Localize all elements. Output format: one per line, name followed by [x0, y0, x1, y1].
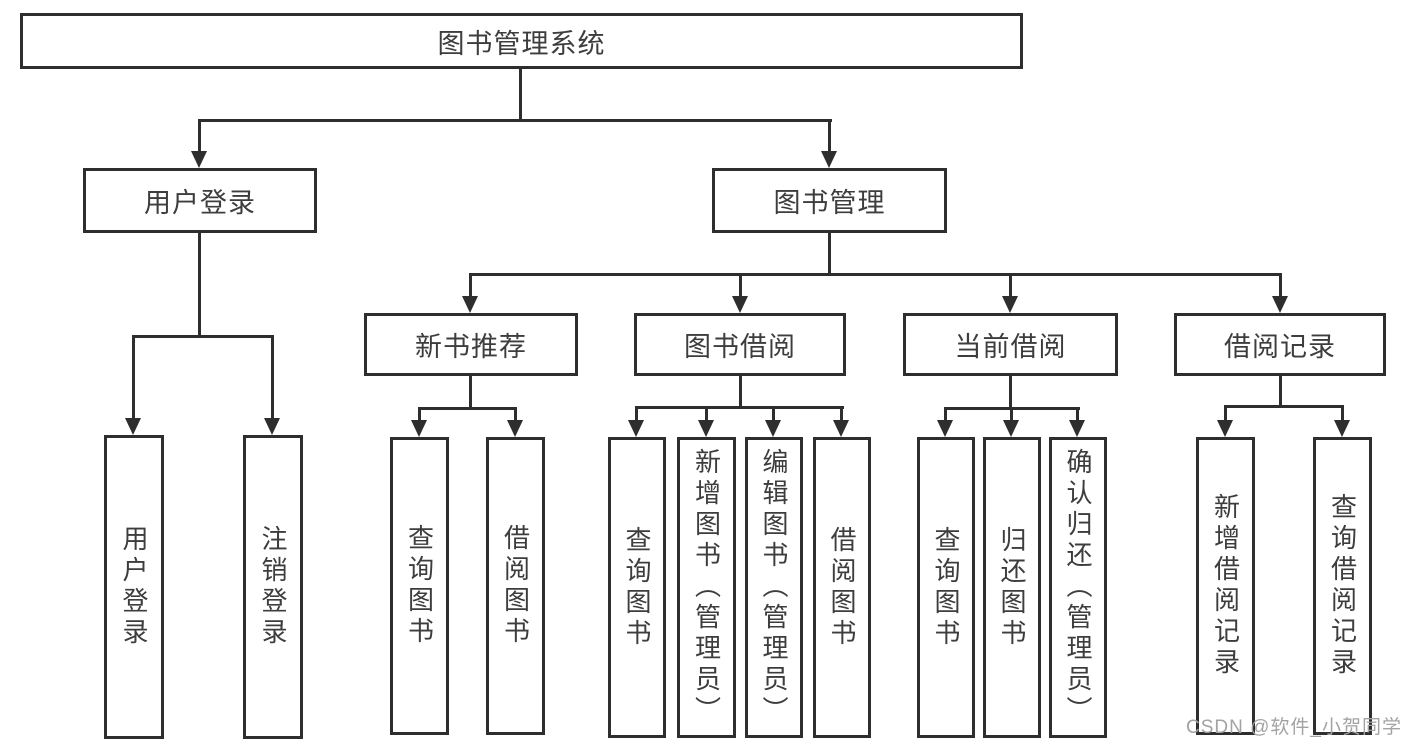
node-user-login: 用户登录	[83, 168, 317, 233]
leaf-query-books: 查询图书	[608, 437, 666, 738]
edge-user-login-trunk	[198, 233, 201, 335]
leaf-confirm-return-admin: 确认归还（管理员）	[1049, 437, 1107, 738]
edge-drop-user-login	[198, 119, 201, 151]
edge-drop-login-leaf	[132, 335, 135, 419]
csdn-watermark: CSDN @软件_小贺同学	[1186, 717, 1402, 738]
edge-book-management-trunk	[828, 233, 831, 273]
leaf-add-books-admin: 新增图书（管理员）	[677, 437, 736, 738]
edge-drop-leaf	[1224, 405, 1227, 420]
edge-drop-leaf	[514, 407, 517, 420]
arrowhead-leaf	[1217, 420, 1233, 437]
node-new-book-recommend: 新书推荐	[364, 313, 578, 376]
edge-book-borrowing-leafbranch	[635, 406, 844, 409]
arrowhead-leaf	[507, 420, 523, 437]
leaf-label: 借阅图书	[827, 525, 857, 650]
leaf-query-books: 查询图书	[917, 437, 975, 738]
edge-drop-current-borrowing	[1009, 273, 1012, 296]
arrowhead-leaf	[1003, 420, 1019, 437]
edge-drop-leaf	[418, 407, 421, 420]
arrowhead-leaf	[628, 420, 644, 437]
edge-drop-leaf	[772, 406, 775, 420]
leaf-label: 新增借阅记录	[1210, 493, 1241, 679]
leaf-label: 确认归还（管理员）	[1063, 448, 1093, 727]
leaf-label: 用户登录	[119, 525, 149, 649]
edge-user-login-branch	[132, 335, 274, 338]
node-label: 当前借阅	[954, 332, 1067, 362]
edge-current-borrowing-trunk	[1009, 376, 1012, 407]
edge-drop-new-book	[469, 273, 472, 296]
edge-drop-leaf	[635, 406, 638, 420]
leaf-label: 查询图书	[931, 525, 961, 650]
edge-drop-leaf	[1076, 407, 1079, 420]
leaf-return-books: 归还图书	[983, 437, 1041, 738]
node-book-management: 图书管理	[712, 168, 947, 233]
arrowhead-book-borrowing	[732, 296, 748, 313]
node-label: 图书借阅	[684, 332, 796, 362]
edge-drop-leaf	[1010, 407, 1013, 420]
leaf-label: 编辑图书（管理员）	[759, 448, 789, 727]
arrowhead-leaf	[937, 420, 953, 437]
leaf-borrow-books: 借阅图书	[486, 437, 545, 735]
leaf-label: 借阅图书	[500, 524, 531, 648]
arrowhead-leaf	[1069, 420, 1085, 437]
edge-drop-book-borrowing	[739, 273, 742, 296]
node-library-management-system: 图书管理系统	[20, 13, 1023, 69]
edge-drop-leaf	[944, 407, 947, 420]
node-label: 图书管理	[773, 188, 886, 218]
edge-drop-leaf	[1341, 405, 1344, 420]
edge-borrowing-records-leafbranch	[1224, 405, 1344, 408]
leaf-edit-books-admin: 编辑图书（管理员）	[745, 437, 803, 738]
arrowhead-leaf	[698, 420, 714, 437]
edge-new-book-branch	[418, 407, 517, 410]
leaf-user-login: 用户登录	[104, 435, 164, 739]
edge-root-branch	[198, 119, 832, 122]
node-label: 借阅记录	[1224, 332, 1336, 362]
leaf-query-borrow-record: 查询借阅记录	[1313, 437, 1372, 735]
leaf-query-books: 查询图书	[390, 437, 449, 735]
arrowhead-user-login	[191, 151, 207, 168]
edge-drop-borrowing-records	[1279, 273, 1282, 296]
arrowhead-logout-leaf	[264, 418, 280, 435]
leaf-label: 新增图书（管理员）	[691, 448, 722, 727]
leaf-add-borrow-record: 新增借阅记录	[1196, 437, 1255, 735]
arrowhead-book-management	[821, 151, 837, 168]
edge-book-borrowing-trunk	[739, 376, 742, 406]
leaf-label: 归还图书	[997, 525, 1027, 650]
edge-drop-leaf	[840, 406, 843, 420]
arrowhead-new-book	[462, 296, 478, 313]
leaf-borrow-books: 借阅图书	[813, 437, 871, 738]
node-current-borrowing: 当前借阅	[903, 313, 1118, 376]
leaf-logout: 注销登录	[243, 435, 303, 739]
arrowhead-leaf	[411, 420, 427, 437]
edge-new-book-trunk	[469, 376, 472, 407]
arrowhead-borrowing-records	[1272, 296, 1288, 313]
node-label: 图书管理系统	[437, 28, 606, 59]
arrowhead-leaf	[765, 420, 781, 437]
arrowhead-current-borrowing	[1002, 296, 1018, 313]
leaf-label: 查询借阅记录	[1327, 493, 1358, 679]
edge-drop-leaf	[705, 406, 708, 420]
edge-book-management-branch	[469, 273, 1281, 276]
node-label: 用户登录	[144, 188, 256, 218]
leaf-label: 注销登录	[258, 525, 288, 649]
arrowhead-leaf	[833, 420, 849, 437]
node-borrowing-records: 借阅记录	[1174, 313, 1386, 376]
leaf-label: 查询图书	[622, 525, 652, 650]
leaf-label: 查询图书	[404, 524, 435, 648]
edge-drop-book-management	[828, 119, 831, 151]
node-label: 新书推荐	[415, 332, 527, 362]
edge-drop-logout-leaf	[271, 335, 274, 419]
edge-borrowing-records-trunk	[1279, 376, 1282, 405]
arrowhead-login-leaf	[125, 418, 141, 435]
edge-root-trunk	[519, 69, 522, 119]
node-book-borrowing: 图书借阅	[634, 313, 846, 376]
arrowhead-leaf	[1334, 420, 1350, 437]
